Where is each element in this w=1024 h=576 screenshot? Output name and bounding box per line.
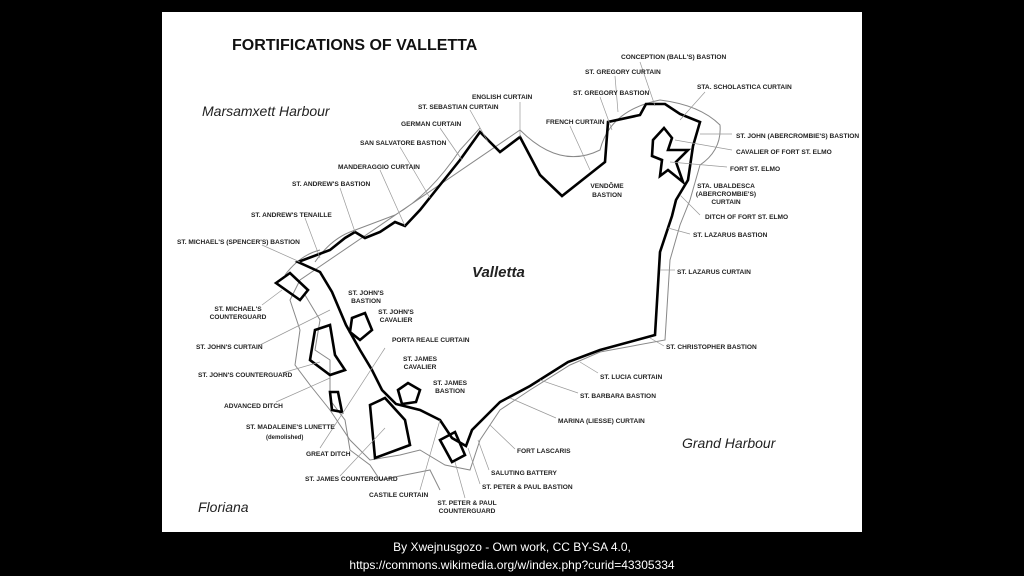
label: COUNTERGUARD: [210, 314, 267, 321]
label: DITCH OF FORT ST. ELMO: [705, 214, 788, 221]
label: STA. UBALDESCA: [697, 183, 755, 190]
label: FORT ST. ELMO: [730, 166, 780, 173]
label: CURTAIN: [711, 199, 740, 206]
label: BASTION: [435, 388, 465, 395]
place-grand-harbour: Grand Harbour: [682, 435, 777, 451]
label: GERMAN CURTAIN: [401, 121, 462, 128]
label: ST. MICHAEL'S: [214, 306, 262, 313]
label: ST. GREGORY CURTAIN: [585, 69, 661, 76]
label: ST. LAZARUS CURTAIN: [677, 269, 751, 276]
label: SALUTING BATTERY: [491, 470, 558, 477]
label: ST. JAMES: [433, 380, 468, 387]
label: ST. JAMES: [403, 356, 438, 363]
st-james-counterguard: [368, 396, 412, 460]
label: ST. BARBARA BASTION: [580, 393, 656, 400]
attribution-url: https://commons.wikimedia.org/w/index.ph…: [349, 558, 675, 572]
label: ADVANCED DITCH: [224, 403, 283, 410]
label: FORT LASCARIS: [517, 448, 571, 455]
label: ST. LAZARUS BASTION: [693, 232, 768, 239]
valletta-enceinte: [294, 102, 702, 448]
label: CASTILE CURTAIN: [369, 492, 428, 499]
label: MANDERAGGIO CURTAIN: [338, 164, 420, 171]
st-peter-paul-counterguard: [438, 430, 467, 464]
label: STA. SCHOLASTICA CURTAIN: [697, 84, 792, 91]
label: BASTION: [351, 298, 381, 305]
label: ST. ANDREW'S TENAILLE: [251, 212, 332, 219]
leader-lines: [259, 61, 733, 499]
label: ST. MADALEINE'S LUNETTE: [246, 424, 335, 431]
label: ST. JOHN'S CURTAIN: [196, 344, 263, 351]
label: ST. PETER & PAUL: [437, 500, 496, 507]
label: ST. JOHN'S COUNTERGUARD: [198, 372, 292, 379]
label: ST. JOHN'S: [348, 290, 384, 297]
label: CONCEPTION (BALL'S) BASTION: [621, 54, 726, 61]
st-johns-cavalier: [348, 311, 374, 342]
label: GREAT DITCH: [306, 451, 351, 458]
outer-ditch-line: [289, 99, 721, 471]
place-valletta: Valletta: [472, 264, 525, 281]
label: VENDÔME: [590, 181, 624, 190]
attribution-line-1: By Xwejnusgozo - Own work, CC BY-SA 4.0,: [393, 540, 631, 554]
label: ST. ANDREW'S BASTION: [292, 181, 370, 188]
place-marsamxett-harbour: Marsamxett Harbour: [202, 103, 331, 119]
label: FRENCH CURTAIN: [546, 119, 605, 126]
st-michaels-counterguard: [273, 271, 310, 302]
label: ST. GREGORY BASTION: [573, 90, 649, 97]
label: ST. SEBASTIAN CURTAIN: [418, 104, 499, 111]
label: ENGLISH CURTAIN: [472, 94, 533, 101]
st-johns-counterguard: [308, 323, 348, 377]
label: ST. JOHN (ABERCROMBIE'S) BASTION: [736, 133, 859, 140]
label: SAN SALVATORE BASTION: [360, 140, 447, 147]
label: ST. MICHAEL'S (SPENCER'S) BASTION: [177, 239, 300, 246]
label: ST. JAMES COUNTERGUARD: [305, 476, 398, 483]
map-panel: [162, 12, 862, 532]
glacis-line: [284, 249, 441, 491]
label: COUNTERGUARD: [439, 508, 496, 515]
fort-st-elmo: [650, 126, 692, 186]
label: CAVALIER: [404, 364, 437, 371]
st-james-cavalier: [396, 381, 422, 406]
label: ST. JOHN'S: [378, 309, 414, 316]
label: (demolished): [266, 435, 303, 441]
label: ST. CHRISTOPHER BASTION: [666, 344, 757, 351]
place-floriana: Floriana: [198, 499, 249, 515]
label: CAVALIER: [380, 317, 413, 324]
label: ST. PETER & PAUL BASTION: [482, 484, 573, 491]
label: PORTA REALE CURTAIN: [392, 337, 470, 344]
map-title: FORTIFICATIONS OF VALLETTA: [232, 37, 478, 54]
label: (ABERCROMBIE'S): [696, 191, 756, 198]
st-madaleines-lunette: [328, 390, 344, 414]
label: ST. LUCIA CURTAIN: [600, 374, 663, 381]
label: MARINA (LIESSE) CURTAIN: [558, 418, 645, 425]
feature-labels: CONCEPTION (BALL'S) BASTION ST. GREGORY …: [177, 54, 859, 515]
label: BASTION: [592, 192, 622, 199]
label: CAVALIER OF FORT ST. ELMO: [736, 149, 832, 156]
